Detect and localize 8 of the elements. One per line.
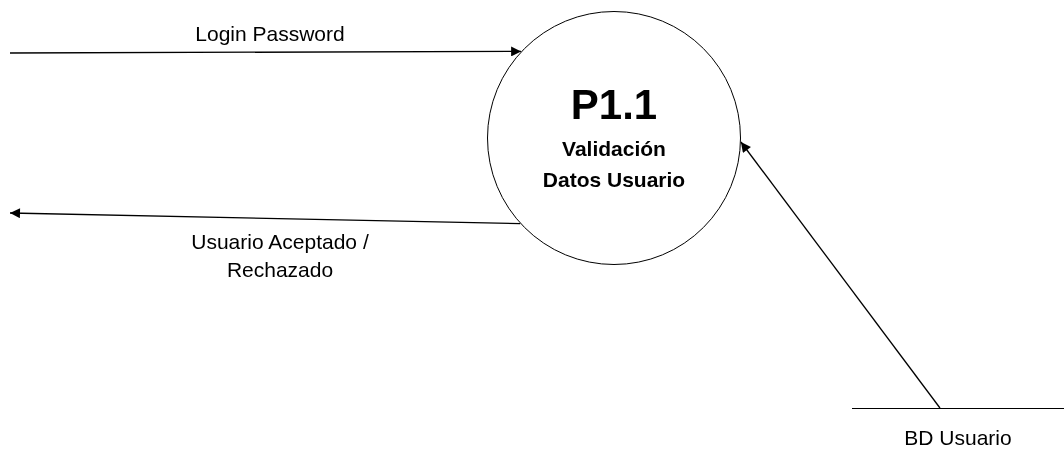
arrow bbox=[9, 46, 522, 57]
edge-label: Usuario Aceptado / Rechazado bbox=[190, 229, 370, 283]
edge-label: Login Password bbox=[194, 21, 346, 47]
process-number: P1.1 bbox=[570, 81, 658, 129]
arrow bbox=[9, 208, 521, 225]
store-name: BD Usuario bbox=[904, 425, 1012, 451]
arrow bbox=[740, 141, 941, 409]
process-name: Validación Datos Usuario bbox=[541, 136, 687, 193]
